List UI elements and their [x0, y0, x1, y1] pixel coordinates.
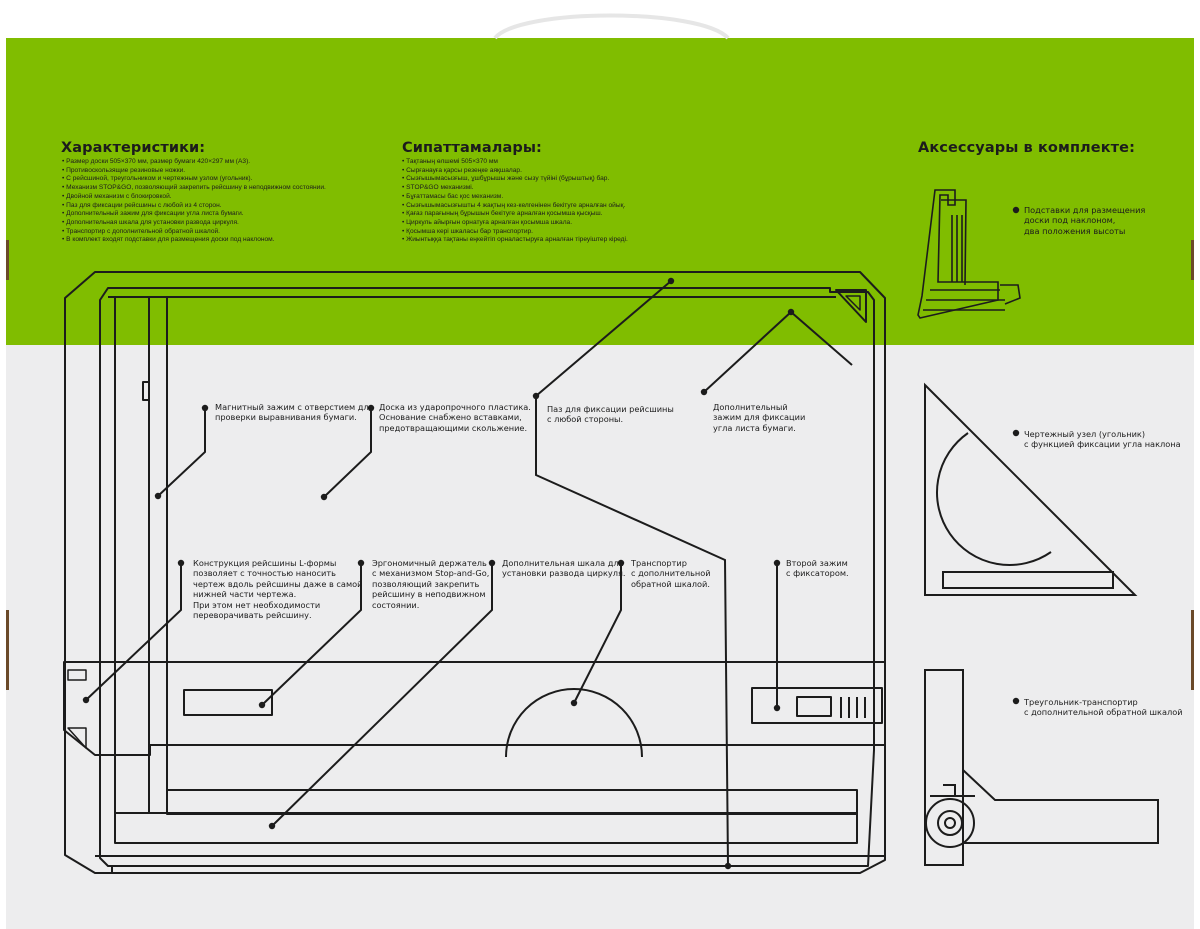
callout-line: Подставки для размещения — [1024, 205, 1146, 215]
spec-ru-item: С рейсшиной, треугольником и чертежным у… — [62, 175, 326, 184]
spec-kz-item: Циркуль айырғын орнатуға арналған қосымш… — [402, 219, 628, 228]
callout-line: предотвращающими скольжение. — [379, 422, 528, 433]
callout-l-ruler: Конструкция рейсшины L-формы позволяет с… — [193, 558, 362, 620]
callout-line: доски под наклоном, — [1024, 215, 1116, 226]
callout-line: угла листа бумаги. — [713, 422, 796, 433]
callout-line: Конструкция рейсшины L-формы — [193, 558, 337, 568]
callout-line: с механизмом Stop-and-Go, — [372, 568, 490, 579]
spec-ru-item: В комплект входят подставки для размещен… — [62, 236, 326, 245]
spec-kz-item: Тақтаның өлшемі 505×370 мм — [402, 158, 628, 167]
callout-holder: Эргономичный держатель с механизмом Stop… — [372, 558, 489, 610]
callout-line: Магнитный зажим с отверстием для — [215, 402, 374, 412]
corner-clip — [835, 289, 867, 323]
carry-handle — [493, 13, 730, 40]
callout-line: Дополнительная шкала для — [502, 558, 624, 568]
callout-line: позволяющий закрепить — [372, 578, 480, 589]
callout-board: Доска из ударопрочного пластика. Основан… — [379, 402, 531, 433]
spec-kz-item: Сырғанауға қарсы резеңке аяқшалар. — [402, 167, 628, 176]
callout-line: состоянии. — [372, 599, 420, 610]
spec-ru-item: Механизм STOP&GO, позволяющий закрепить … — [62, 184, 326, 193]
callout-line: Треугольник-транспортир — [1024, 697, 1138, 707]
callout-line: зажим для фиксации — [713, 412, 806, 423]
callout-triangle: Треугольник-транспортир с дополнительной… — [1024, 697, 1183, 718]
specs-ru-list: Размер доски 505×370 мм, размер бумаги 4… — [62, 158, 326, 245]
second-clip-block — [751, 687, 883, 724]
spec-ru-item: Противоскользящие резиновые ножки. — [62, 167, 326, 176]
callout-line: Второй зажим — [786, 558, 848, 568]
callout-line: обратной шкалой. — [631, 578, 710, 589]
callout-slot: Паз для фиксации рейсшины с любой сторон… — [547, 404, 674, 425]
callout-protractor: Транспортир с дополнительной обратной шк… — [631, 558, 711, 589]
specs-ru-title: Характеристики: — [61, 140, 206, 156]
spec-ru-item: Дополнительный зажим для фиксации угла л… — [62, 210, 326, 219]
bottom-ruler-2 — [114, 812, 858, 844]
callout-line: Чертежный узел (угольник) — [1024, 429, 1146, 439]
callout-stands: Подставки для размещения доски под накло… — [1024, 205, 1145, 236]
callout-line: с дополнительной обратной шкалой — [1024, 707, 1183, 718]
callout-line: установки развода циркуля. — [502, 568, 626, 579]
specs-kz-list: Тақтаның өлшемі 505×370 мм Сырғанауға қа… — [402, 158, 628, 245]
callout-line: с любой стороны. — [547, 414, 624, 425]
callout-drafting-head: Чертежный узел (угольник) с функцией фик… — [1024, 429, 1181, 450]
callout-line: Дополнительный — [713, 402, 788, 412]
leader-lines — [85, 280, 853, 867]
callout-line: При этом нет необходимости — [193, 599, 321, 610]
spec-kz-item: Сызғышымасызғыш, ұшбұрышы және сызу түйі… — [402, 175, 628, 184]
side-tabs — [6, 240, 1194, 690]
board-inner-outline — [99, 287, 875, 867]
callout-line: нижней части чертежа. — [193, 589, 297, 600]
spec-kz-item: STOP&GO механизмі. — [402, 184, 628, 193]
callout-line: с фиксатором. — [786, 568, 849, 579]
stop-and-go-holder — [183, 689, 273, 716]
callout-line: два положения высоты — [1024, 225, 1126, 236]
accessories-title: Аксессуары в комплекте: — [918, 140, 1135, 156]
specs-kz-title: Сипаттамалары: — [402, 140, 542, 156]
board-outline — [64, 271, 886, 874]
spec-ru-item: Дополнительная шкала для установки разво… — [62, 219, 326, 228]
spec-ru-item: Паз для фиксации рейсшины с любой из 4 с… — [62, 202, 326, 211]
spec-ru-item: Транспортир с дополнительной обратной шк… — [62, 228, 326, 237]
callout-line: чертеж вдоль рейсшины даже в самой — [193, 578, 363, 589]
drafting-head-illustration — [924, 382, 1138, 596]
callout-magnetic-clip: Магнитный зажим с отверстием для проверк… — [215, 402, 374, 423]
callout-line: проверки выравнивания бумаги. — [215, 412, 357, 423]
callout-line: Основание снабжено вставками, — [379, 412, 522, 423]
l-ruler-horizontal — [63, 661, 886, 756]
stand-illustration — [917, 189, 1021, 319]
callout-line: рейсшину в неподвижном — [372, 589, 486, 600]
callout-line: Эргономичный держатель — [372, 558, 487, 568]
spec-kz-item: Қосымша кері шкаласы бар транспортир. — [402, 228, 628, 237]
spec-ru-item: Двойной механизм с блокировкой. — [62, 193, 326, 202]
callout-line: с дополнительной — [631, 568, 711, 579]
callout-line: Транспортир — [631, 558, 687, 568]
callout-compass-scale: Дополнительная шкала для установки разво… — [502, 558, 626, 579]
protractor — [505, 688, 643, 758]
leader-dots — [82, 206, 1020, 870]
callout-line: с функцией фиксации угла наклона — [1024, 439, 1181, 450]
triangle-protractor-illustration — [924, 669, 1159, 866]
callout-line: Паз для фиксации рейсшины — [547, 404, 674, 414]
callout-line: Доска из ударопрочного пластика. — [379, 402, 531, 412]
spec-kz-item: Бұғаттамасы бас қос механизм. — [402, 193, 628, 202]
callout-corner-clip: Дополнительный зажим для фиксации угла л… — [713, 402, 805, 433]
callout-line: переворачивать рейсшину. — [193, 610, 312, 621]
spec-kz-item: Сызғышымасызғышты 4 жақтың кез-келгеніне… — [402, 202, 628, 211]
spec-kz-item: Қағаз парағының бұрышын бекітуге арналға… — [402, 210, 628, 219]
callout-line: позволяет с точностью наносить — [193, 568, 336, 579]
callout-second-clip: Второй зажим с фиксатором. — [786, 558, 849, 579]
spec-kz-item: Жиынтыққа тақтаны еңкейтіп орналастыруға… — [402, 236, 628, 245]
spec-ru-item: Размер доски 505×370 мм, размер бумаги 4… — [62, 158, 326, 167]
